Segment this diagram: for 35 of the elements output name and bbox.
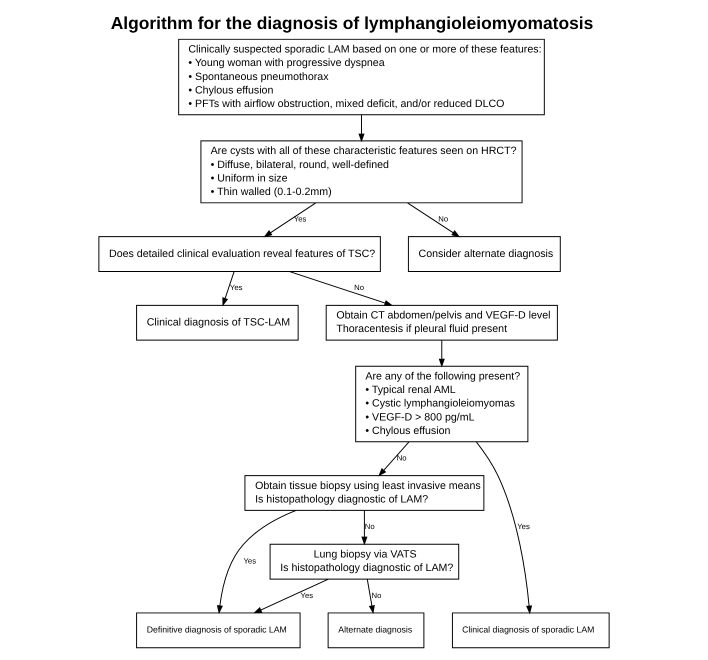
edge-label: Yes: [230, 283, 243, 292]
arrow: [476, 442, 532, 614]
arrow: [438, 340, 445, 368]
arrow: [253, 578, 329, 614]
arrow: [216, 510, 296, 614]
arrow: [264, 202, 316, 238]
arrow: [289, 271, 394, 306]
node-box: Definitive diagnosis of sporadic LAM: [136, 612, 301, 648]
node-box: Are cysts with all of these characteristic features seen on HRCT? • Diffuse, bilateral, round, well-defined • Uniform in size • Thin walled (0.1-0.2mm): [200, 140, 523, 204]
edge-label: Yes: [243, 556, 256, 566]
edge-label: No: [354, 283, 364, 292]
node-box: Lung biopsy via VATS Is histopathology diagnostic of LAM?: [270, 544, 460, 580]
edge-label: Yes: [294, 214, 306, 224]
edge-label: No: [396, 453, 407, 462]
arrow: [366, 578, 375, 614]
node-box: Obtain CT abdomen/pelvis and VEGF-D level Thoracentesis if pleural fluid present: [326, 304, 558, 341]
node-box: Are any of the following present? • Typical renal AML • Cystic lymphangioleiomyomas • VEGF-D > 800 pg/mL • Chylous effusion: [355, 366, 528, 442]
node-box: Clinical diagnosis of sporadic LAM: [452, 612, 610, 648]
node-box: Clinically suspected sporadic LAM based on one or more of these features: • Young woman with progressive dyspnea • Spontaneous pneumothorax • Chylous effusion • PFTs with airflow obstruction, mixed deficit, and/or reduced DLCO: [178, 38, 545, 116]
arrow: [378, 441, 410, 476]
node-box: Alternate diagnosis: [328, 612, 424, 648]
node-box: Does detailed clinical evaluation reveal features of TSC?: [98, 236, 381, 272]
edge-label: Yes: [300, 590, 314, 600]
edge-label: No: [372, 590, 382, 600]
node-box: Clinical diagnosis of TSC-LAM: [136, 304, 299, 341]
node-box: Consider alternate diagnosis: [408, 236, 561, 272]
node-box: Obtain tissue biopsy using least invasive means Is histopathology diagnostic of LAM?: [244, 475, 484, 511]
arrow: [361, 510, 368, 546]
edge-label: No: [438, 214, 448, 224]
edge-label: Yes: [517, 522, 530, 532]
diagram-title: Algorithm for the diagnosis of lymphangioleiomyomatosis: [110, 13, 594, 34]
arrow: [407, 202, 460, 238]
arrow: [222, 271, 235, 306]
edge-label: No: [364, 522, 375, 532]
arrow: [358, 114, 365, 142]
